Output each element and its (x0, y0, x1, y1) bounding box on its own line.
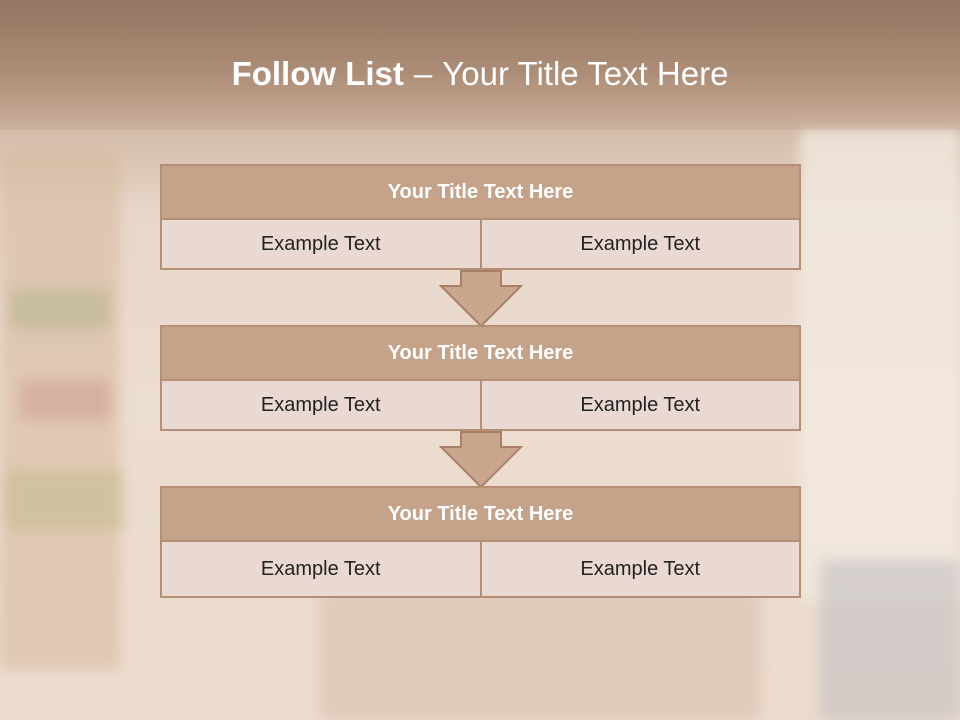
blur-sweater (800, 130, 960, 600)
down-arrow-icon (439, 431, 523, 489)
step-cell-left: Example Text (160, 381, 482, 431)
step-title: Your Title Text Here (160, 325, 801, 381)
down-arrow-icon (439, 270, 523, 328)
step-cell-right: Example Text (481, 542, 801, 598)
step-block-2: Your Title Text Here Example Text Exampl… (160, 325, 801, 431)
blur-jeans (820, 560, 960, 720)
blur-cart (320, 590, 760, 720)
blur-shelf (10, 290, 110, 330)
step-title: Your Title Text Here (160, 164, 801, 220)
title-rest: Your Title Text Here (442, 55, 729, 92)
blur-shelf (0, 150, 120, 670)
title-separator: – (413, 55, 433, 92)
step-block-3: Your Title Text Here Example Text Exampl… (160, 486, 801, 598)
step-cell-left: Example Text (160, 220, 482, 270)
step-row: Example Text Example Text (160, 542, 801, 598)
step-block-1: Your Title Text Here Example Text Exampl… (160, 164, 801, 270)
step-row: Example Text Example Text (160, 381, 801, 431)
title-bold: Follow List (231, 55, 404, 92)
step-title: Your Title Text Here (160, 486, 801, 542)
step-cell-right: Example Text (481, 220, 801, 270)
title-banner (0, 0, 960, 130)
blur-shelf (20, 380, 110, 420)
blur-shelf (5, 470, 125, 530)
step-cell-right: Example Text (481, 381, 801, 431)
step-cell-left: Example Text (160, 542, 482, 598)
slide-title: Follow List–Your Title Text Here (0, 55, 960, 93)
step-row: Example Text Example Text (160, 220, 801, 270)
